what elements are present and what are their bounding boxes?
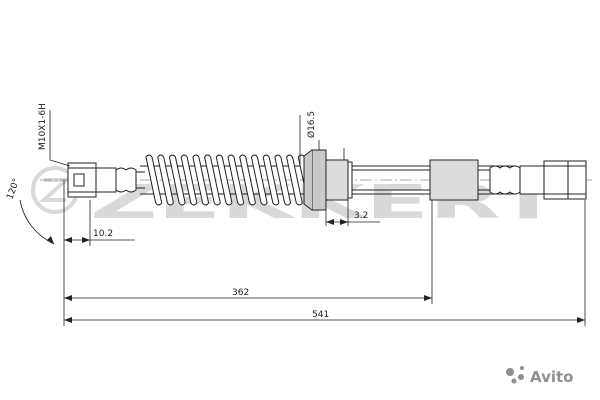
dim-sleeve-value: 3.2 [354,211,368,221]
coil-turn [239,154,256,206]
dim-middle-value: 362 [232,288,249,298]
dim-total-value: 541 [312,310,329,320]
angle-label: 120° [5,177,22,201]
coil-turn [274,154,292,206]
coil-turn [157,154,174,206]
coil-turn [262,154,280,206]
avito-badge-text: Avito [530,368,573,386]
dim-fitting-value: 10.2 [93,229,113,239]
center-bracket [303,140,353,211]
right-sleeve [429,159,479,201]
coil-turn [250,154,268,206]
badge-dot-icon [520,366,524,370]
diameter-label: Ø16.5 [306,111,317,138]
avito-badge: Avito [506,366,573,386]
watermark-z-mark [38,178,72,202]
right-fitting [489,160,587,200]
coil-turn [168,154,186,206]
left-fitting [67,162,145,198]
angle-arc [19,199,55,245]
coil-turn [192,154,210,206]
coil-turn [180,154,198,206]
thread-label: M10X1-6H [38,103,48,150]
badge-dot-icon [518,374,524,380]
dimensions [19,110,586,326]
coil-turn [286,154,303,206]
arrowheads [47,219,585,323]
coil-turn [215,154,233,206]
coil-turn [145,154,163,206]
coil-turn [204,154,221,206]
coil-turn [227,154,245,206]
badge-dot-icon [506,368,514,376]
badge-dot-icon [511,378,517,384]
